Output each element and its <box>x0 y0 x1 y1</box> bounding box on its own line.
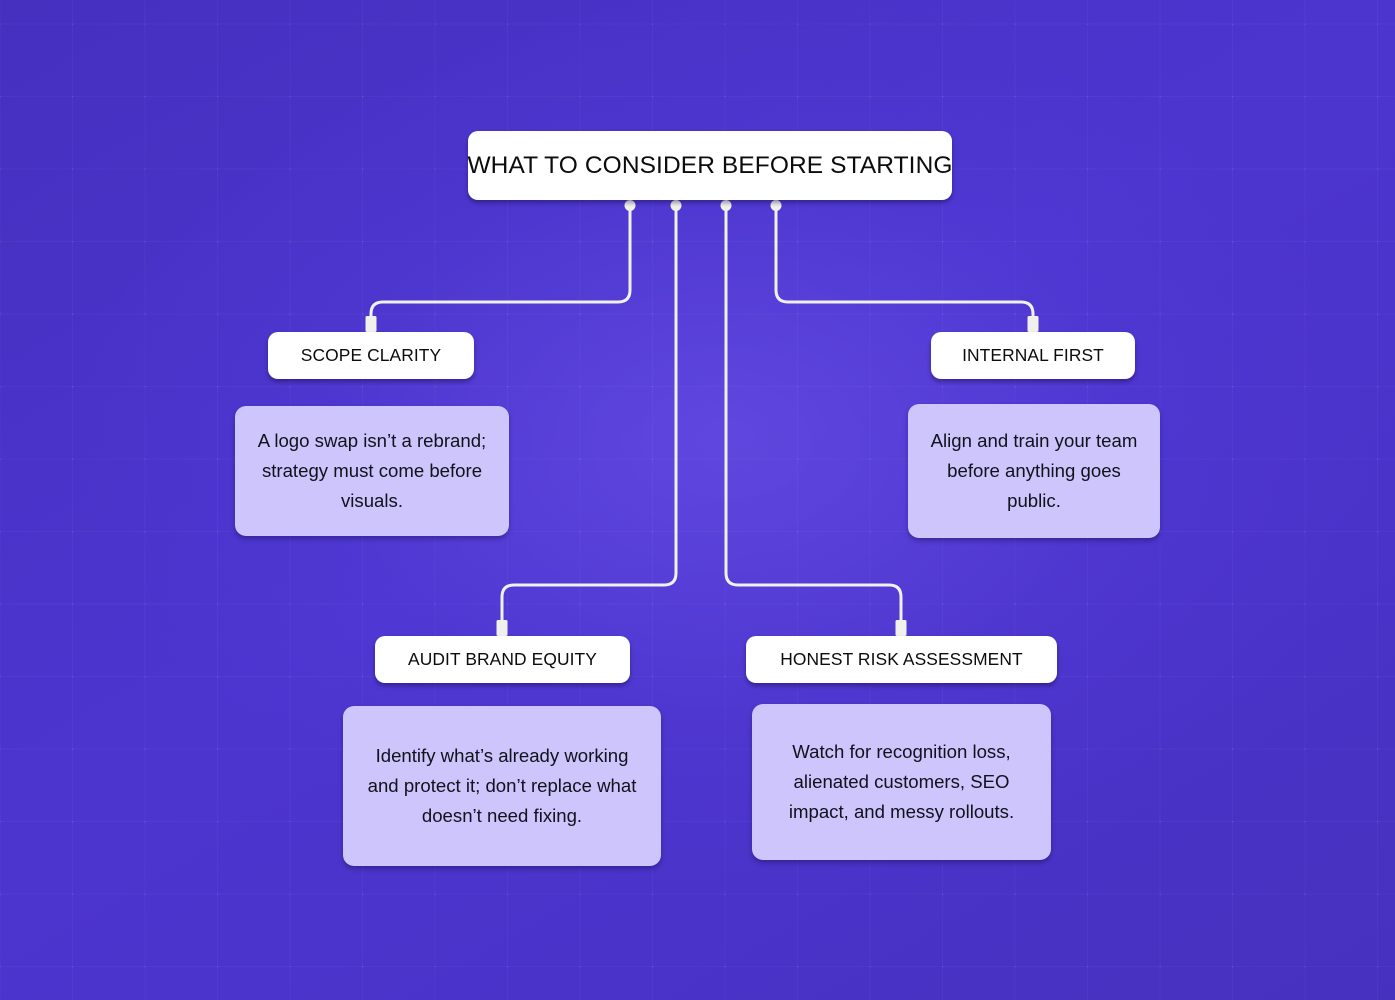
branch-card-honest-risk-assessment: Watch for recognition loss, alienated cu… <box>752 704 1051 860</box>
connector-dot-audit <box>670 200 682 211</box>
connector-dot-scope <box>624 200 636 211</box>
edge-root-to-scope <box>369 203 632 332</box>
branch-card-internal-first: Align and train your team before anythin… <box>908 404 1160 538</box>
branch-node-scope-clarity[interactable]: SCOPE CLARITY <box>268 332 474 379</box>
branch-node-audit-brand-equity[interactable]: AUDIT BRAND EQUITY <box>375 636 630 683</box>
edge-root-to-risk <box>724 203 903 636</box>
connector-endpoint-risk <box>895 620 907 636</box>
branch-card-scope-clarity: A logo swap isn’t a rebrand; strategy mu… <box>235 406 509 536</box>
connector-endpoint-scope <box>365 316 377 332</box>
branch-node-honest-risk-assessment[interactable]: HONEST RISK ASSESSMENT <box>746 636 1057 683</box>
root-node[interactable]: WHAT TO CONSIDER BEFORE STARTING <box>467 131 952 200</box>
connector-dot-internal <box>770 200 782 211</box>
connector-endpoint-audit <box>496 620 508 636</box>
connector-dot-risk <box>720 200 732 211</box>
edge-root-to-audit <box>500 203 678 636</box>
connector-endpoint-internal <box>1027 316 1039 332</box>
branch-card-audit-brand-equity: Identify what’s already working and prot… <box>343 706 661 866</box>
branch-node-internal-first[interactable]: INTERNAL FIRST <box>931 332 1135 379</box>
edge-root-to-internal <box>774 203 1035 332</box>
